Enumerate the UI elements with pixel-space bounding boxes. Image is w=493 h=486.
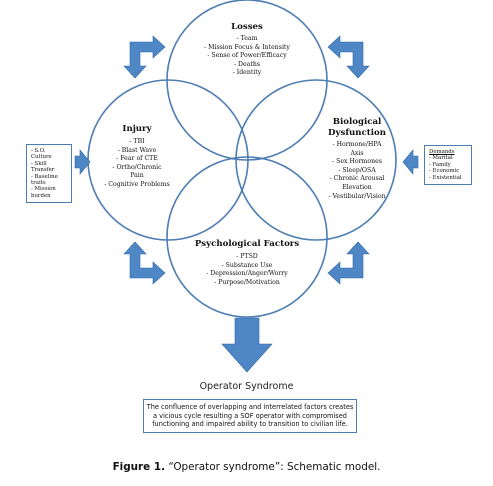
biological-item: Elevation <box>342 183 372 191</box>
left-side-arrow-icon <box>74 149 91 175</box>
bottom-left-arrow-icon <box>123 241 166 285</box>
down-arrow-icon <box>221 317 273 373</box>
losses-item: - Identity <box>232 69 262 77</box>
right-side-arrow-icon <box>402 149 419 175</box>
psychological-item: - Purpose/Motivation <box>214 278 280 286</box>
outcome-title: Operator Syndrome <box>199 381 294 392</box>
bottom-right-arrow-icon <box>327 241 370 285</box>
injury-item: - Blast Wave <box>117 146 157 154</box>
figure-caption: Figure 1. “Operator syndrome”: Schematic… <box>0 461 493 473</box>
biological-title-line: Dysfunction <box>328 127 386 138</box>
biological-title: Biological Dysfunction <box>305 117 409 138</box>
left-box-item: - S.O. <box>31 148 46 154</box>
demands-item: - Marital <box>429 155 453 162</box>
left-factors-box: - S.O. Culture - Skill Transfer - Baseli… <box>26 144 72 204</box>
demands-box: Demands - Marital - Family - Economic - … <box>424 145 472 186</box>
demands-item: - Economic <box>429 168 460 175</box>
demands-item: - Family <box>429 161 451 168</box>
losses-item: - Mission Focus & Intensity <box>204 43 290 51</box>
injury-item: - Ortho/Chronic <box>112 163 162 171</box>
left-box-item: - Skill <box>31 160 47 167</box>
biological-item: - Chronic Arousal <box>329 175 385 183</box>
psychological-title: Psychological Factors <box>194 239 300 249</box>
biological-item: - Sleep/OSA <box>338 166 376 174</box>
losses-item: - Sense of Power/Efficacy <box>207 52 287 60</box>
outcome-description: The confluence of overlapping and interr… <box>146 403 354 429</box>
biological-title-line: Biological <box>332 117 382 127</box>
injury-title: Injury <box>122 124 152 134</box>
psychological-item: - PTSD <box>236 253 258 260</box>
psychological-item: - Substance Use <box>221 261 273 269</box>
psychological-item: - Depression/Anger/Worry <box>206 270 288 278</box>
losses-title: Losses <box>231 22 263 32</box>
top-right-arrow-icon <box>327 35 370 79</box>
caption-label: Figure 1. <box>112 461 166 473</box>
outcome-description-box: The confluence of overlapping and interr… <box>143 399 357 433</box>
caption-text: “Operator syndrome”: Schematic model. <box>165 461 381 473</box>
left-box-item: burden <box>31 192 51 199</box>
biological-items: - Hormone/HPA Axis - Sex Hormones - Slee… <box>305 141 409 201</box>
psychological-circle <box>166 156 328 318</box>
losses-item: - Team <box>236 35 258 42</box>
injury-items: - TBI - Blast Wave - Fear of CTE - Ortho… <box>92 138 182 190</box>
injury-item: Pain <box>130 172 144 180</box>
psychological-items: - PTSD - Substance Use - Depression/Ange… <box>177 253 317 287</box>
left-box-item: Transfer <box>31 167 55 174</box>
losses-item: - Deaths <box>233 60 261 68</box>
demands-item: - Existential <box>429 174 462 181</box>
left-box-item: - Mission <box>31 186 56 193</box>
demands-heading: Demands <box>429 149 455 155</box>
biological-item: - Sex Hormones <box>332 158 382 166</box>
injury-item: - TBI <box>129 138 145 145</box>
left-box-item: Culture <box>31 154 52 161</box>
injury-item: - Cognitive Problems <box>104 180 170 188</box>
biological-item: - Vestibular/Vision <box>328 192 386 200</box>
biological-circle <box>235 79 397 241</box>
biological-item: - Hormone/HPA <box>332 141 382 148</box>
biological-item: Axis <box>350 149 364 157</box>
injury-item: - Fear of CTE <box>116 155 158 163</box>
left-box-item: traits <box>31 180 46 187</box>
left-box-item: - Baseline <box>31 173 58 180</box>
losses-items: - Team - Mission Focus & Intensity - Sen… <box>187 35 307 78</box>
top-left-arrow-icon <box>123 35 166 79</box>
